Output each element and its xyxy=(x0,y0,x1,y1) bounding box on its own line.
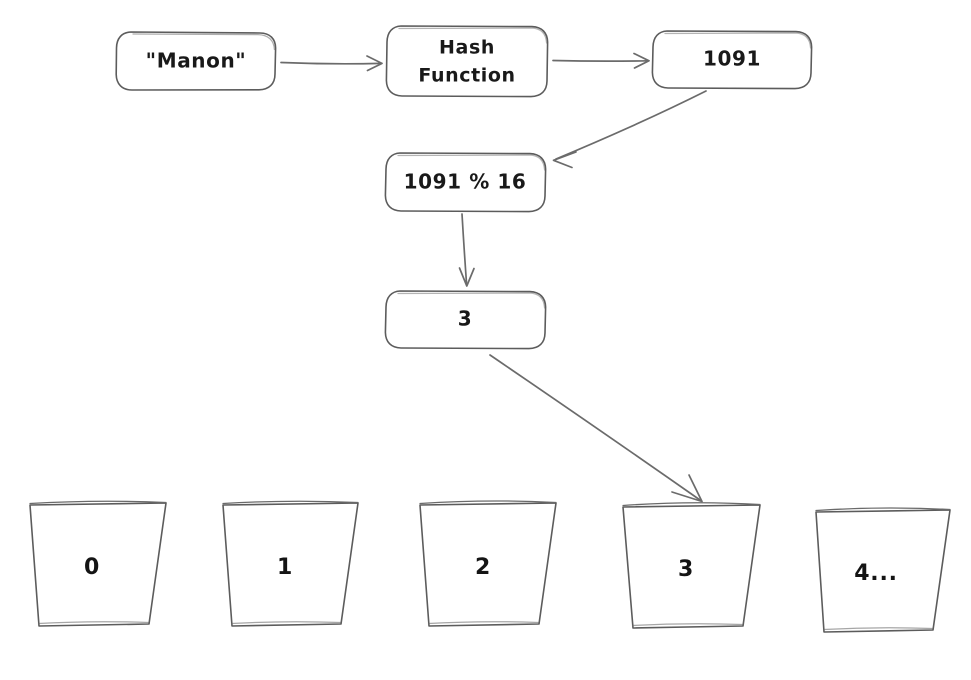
arrow-modulo-to-index-head xyxy=(458,267,475,287)
bucket-1-rim xyxy=(222,500,359,505)
hash-function-label-line2: Function xyxy=(418,65,515,87)
arrow-index-to-bucket xyxy=(489,354,703,503)
arrow-key-to-hash-function-line xyxy=(280,61,382,65)
bucket-3-body xyxy=(622,504,761,629)
bucket-0-rim xyxy=(29,500,167,505)
bucket-0[interactable]: 0 xyxy=(29,500,167,627)
bucket-index-box-sketch-overstroke xyxy=(397,292,546,309)
bucket-2-label: 2 xyxy=(475,555,491,580)
arrow-key-to-hash-function-head xyxy=(366,55,383,72)
arrow-key-to-hash-function xyxy=(280,55,383,72)
bucket-3-base-sketch xyxy=(631,623,744,627)
bucket-2[interactable]: 2 xyxy=(419,500,557,627)
hash-value-label: 1091 xyxy=(703,47,761,71)
bucket-3-rim xyxy=(622,502,761,507)
input-key-label: "Manon" xyxy=(146,49,247,73)
input-key-box xyxy=(115,31,277,91)
arrow-modulo-to-index-line xyxy=(461,213,468,284)
bucket-4-rim xyxy=(815,507,951,512)
input-key-box-sketch-overstroke xyxy=(132,33,276,51)
hash-value-box xyxy=(651,30,813,90)
arrow-modulo-to-index xyxy=(458,213,475,287)
bucket-index-label: 3 xyxy=(458,307,473,331)
modulo-box xyxy=(384,152,547,213)
bucket-1[interactable]: 1 xyxy=(222,500,359,627)
bucket-0-label: 0 xyxy=(84,555,100,580)
hash-function-box xyxy=(385,25,549,98)
bucket-3[interactable]: 3 xyxy=(622,502,761,629)
node-modulo-expression[interactable]: 1091 % 16 xyxy=(384,152,547,213)
bucket-3-label: 3 xyxy=(678,557,694,582)
arrow-value-to-modulo-head xyxy=(552,151,577,169)
node-bucket-index[interactable]: 3 xyxy=(384,290,547,350)
modulo-label: 1091 % 16 xyxy=(404,170,527,194)
arrow-value-to-modulo-line xyxy=(555,90,707,160)
modulo-box-sketch-overstroke xyxy=(397,154,546,171)
hash-function-box-sketch-overstroke xyxy=(398,27,548,44)
bucket-0-body xyxy=(29,502,167,627)
node-input-key[interactable]: "Manon" xyxy=(115,31,277,91)
arrow-index-to-bucket-head xyxy=(671,474,703,503)
node-hash-value[interactable]: 1091 xyxy=(651,30,813,90)
arrow-index-to-bucket-line xyxy=(489,354,701,501)
node-hash-function[interactable]: Hash Function xyxy=(385,25,549,98)
bucket-1-body xyxy=(222,502,359,627)
bucket-4[interactable]: 4... xyxy=(815,507,951,633)
bucket-4-label: 4... xyxy=(854,561,898,586)
bucket-2-rim xyxy=(419,500,557,505)
hash-function-label-line1: Hash xyxy=(439,37,495,59)
bucket-2-base-sketch xyxy=(427,621,540,625)
arrow-hash-function-to-value-line xyxy=(552,59,649,62)
bucket-4-base-sketch xyxy=(822,627,934,631)
bucket-1-base-sketch xyxy=(230,621,342,625)
bucket-4-body xyxy=(815,509,951,633)
bucket-0-base-sketch xyxy=(37,621,150,625)
arrow-hash-function-to-value-head xyxy=(633,52,650,69)
bucket-index-box xyxy=(384,290,547,350)
arrow-hash-function-to-value xyxy=(552,52,650,69)
bucket-2-body xyxy=(419,502,557,627)
arrow-value-to-modulo xyxy=(552,90,707,169)
bucket-1-label: 1 xyxy=(277,555,293,580)
hash-value-box-sketch-overstroke xyxy=(664,32,812,49)
